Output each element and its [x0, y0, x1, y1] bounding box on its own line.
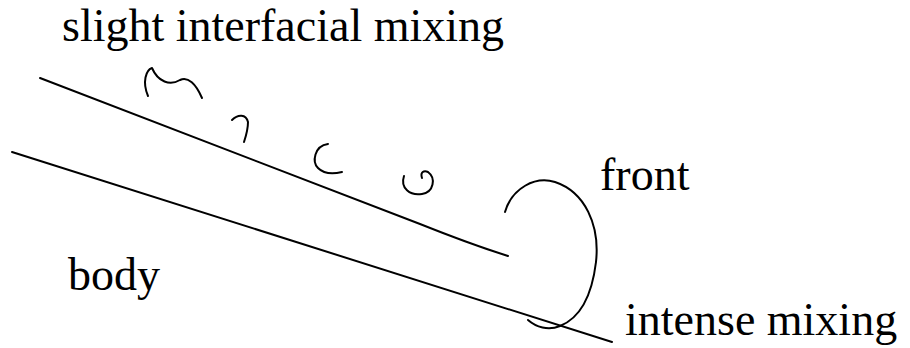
front-head-outline	[505, 180, 597, 328]
lower-boundary-line	[12, 152, 612, 342]
mixing-eddy	[403, 171, 433, 194]
annotation-label: front	[600, 152, 689, 198]
mixing-eddy	[232, 116, 248, 142]
annotation-label: intense mixing	[625, 297, 897, 343]
annotation-label: body	[68, 252, 160, 298]
mixing-eddy	[315, 144, 342, 173]
mixing-eddy	[145, 68, 202, 98]
upper-interface-line	[40, 78, 508, 256]
annotation-label: slight interfacial mixing	[62, 3, 504, 49]
